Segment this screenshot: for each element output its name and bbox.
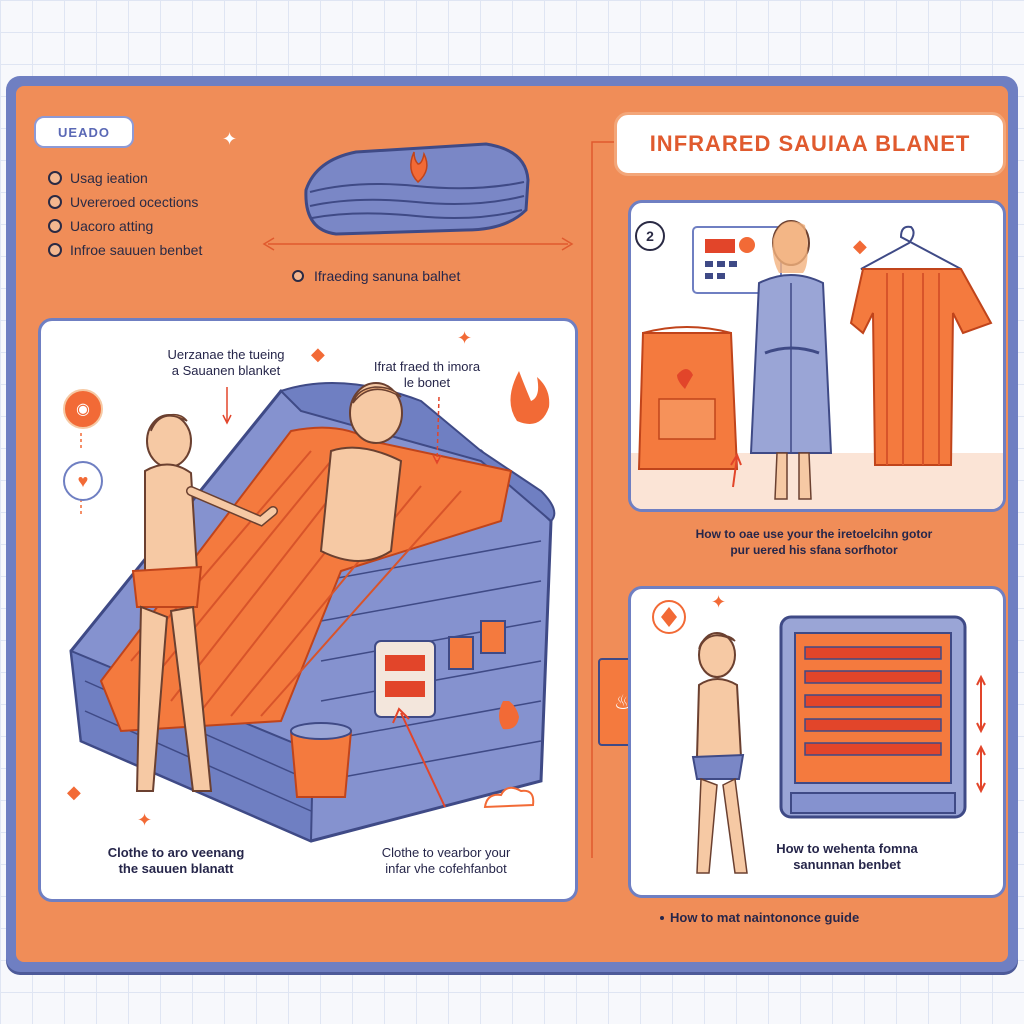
menu-item[interactable]: Uacoro atting xyxy=(48,218,153,234)
bullet-icon xyxy=(48,243,62,257)
arrow-connector xyxy=(262,237,574,251)
flame-icon xyxy=(410,151,428,184)
menu-item[interactable]: Uvereroed ocections xyxy=(48,194,198,210)
diamond-icon: ◆ xyxy=(311,344,325,364)
flame-icon: ♨ xyxy=(614,691,632,714)
heart-icon: ♥ xyxy=(63,461,103,501)
sparkle-icon: ✦ xyxy=(711,592,727,612)
footer-guide: How to mat naintononce guide xyxy=(660,910,859,925)
menu-item-label: Usag ieation xyxy=(70,170,148,186)
bullet-icon xyxy=(660,915,664,920)
bullet-icon xyxy=(292,270,304,282)
page-title: INFRARED SAUIAA BLANET xyxy=(614,112,1006,176)
badge-label: UEADO xyxy=(58,124,110,140)
maintenance-panel: ✦ How to wehenta fomna sanunnan benbet xyxy=(628,586,1006,898)
clothing-panel: 2 ◆ xyxy=(628,200,1006,512)
caption-clothing-right: Clothe to vearbor your infar vhe cofehfa… xyxy=(381,845,511,876)
menu-item[interactable]: Usag ieation xyxy=(48,170,148,186)
title-text: INFRARED SAUIAA BLANET xyxy=(649,131,971,156)
annotation-blanket-use: Uerzanae the tueing a Sauanen blanket xyxy=(167,347,285,378)
footer-text: How to mat naintononce guide xyxy=(670,910,860,925)
sparkle-icon: ✦ xyxy=(457,328,473,348)
sparkle-icon: ✦ xyxy=(137,810,153,830)
clothing-caption: How to oae use your the iretoelcihn goto… xyxy=(695,527,933,557)
badge: UEADO xyxy=(34,116,134,148)
sparkle-icon: ✦ xyxy=(222,129,238,149)
info-icon: ◉ xyxy=(63,389,103,429)
step-number-badge: 2 xyxy=(635,221,665,251)
usage-panel: ◉ ♥ Uerzanae the tueing a Sauanen blanke… xyxy=(38,318,578,902)
clothing-illustration xyxy=(631,220,1003,509)
bullet-icon xyxy=(48,219,62,233)
connector-line xyxy=(591,141,614,858)
blanket-caption-row: Ifraeding sanuna balhet xyxy=(292,268,460,284)
flame-icon xyxy=(499,701,519,730)
menu-item-label: Infroe sauuen benbet xyxy=(70,242,203,258)
cloud-icon xyxy=(483,786,535,809)
bullet-icon xyxy=(48,195,62,209)
folded-blanket-illustration xyxy=(304,142,530,236)
annotation-infrared: Ifrat fraed th imora le bonet xyxy=(373,359,481,390)
sauna-blanket-scene xyxy=(69,371,556,843)
flame-icon xyxy=(510,371,550,424)
menu-item[interactable]: Infroe sauuen benbet xyxy=(48,242,202,258)
diamond-icon: ◆ xyxy=(67,782,81,802)
heater-illustration xyxy=(652,600,986,874)
blanket-caption: Ifraeding sanuna balhet xyxy=(314,268,461,284)
maintenance-caption: How to wehenta fomna sanunnan benbet xyxy=(776,841,918,872)
diamond-icon: ◆ xyxy=(853,236,867,256)
menu-item-label: Uacoro atting xyxy=(70,218,154,234)
caption-clothing-left: Clothe to aro veenang the sauuen blanatt xyxy=(107,845,245,876)
bullet-icon xyxy=(48,171,62,185)
menu-item-label: Uvereroed ocections xyxy=(70,194,199,210)
